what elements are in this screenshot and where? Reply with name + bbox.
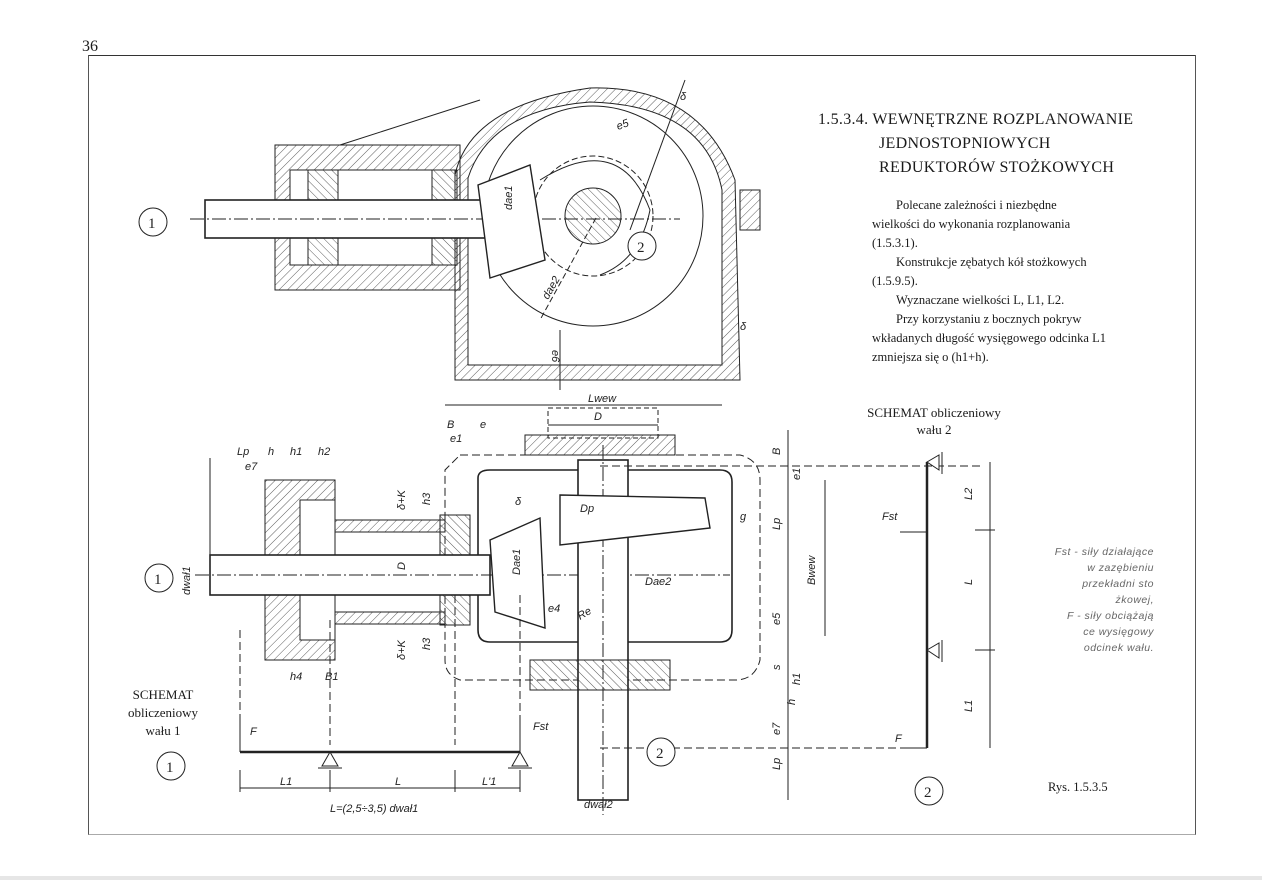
svg-text:δ: δ: [680, 91, 687, 103]
svg-text:dwał2: dwał2: [584, 799, 613, 811]
scheme-1-caption-line3: wału 1: [145, 723, 181, 738]
circle-1-top: 1: [148, 216, 156, 232]
svg-text:dae1: dae1: [503, 186, 515, 210]
svg-text:e5: e5: [615, 117, 631, 133]
description-p1: Polecane zależności i niezbędne wielkośc…: [872, 198, 1071, 250]
svg-text:e7: e7: [245, 461, 258, 473]
description-p3: Wyznaczane wielkości L, L1, L2.: [896, 293, 1065, 307]
svg-text:e6: e6: [549, 350, 561, 363]
svg-text:e4: e4: [548, 603, 560, 615]
circle-1-side: 1: [154, 572, 162, 588]
svg-text:B: B: [447, 419, 454, 431]
svg-text:B1: B1: [325, 671, 338, 683]
scheme-1-caption: SCHEMAT obliczeniowy wału 1: [118, 686, 208, 740]
section-title-line1: 1.5.3.4. WEWNĘTRZNE ROZPLANOWANIE: [818, 111, 1134, 128]
scheme-shaft-1: [239, 718, 532, 792]
svg-text:Fst: Fst: [533, 721, 549, 733]
svg-text:L2: L2: [963, 488, 975, 500]
side-view: [195, 404, 980, 815]
svg-text:δ: δ: [515, 496, 522, 508]
svg-text:B: B: [771, 448, 783, 455]
page-frame: [88, 55, 1196, 835]
top-view: [190, 79, 761, 390]
svg-text:e7: e7: [771, 722, 783, 735]
svg-text:e5: e5: [771, 612, 783, 625]
svg-text:L=(2,5÷3,5) dwał1: L=(2,5÷3,5) dwał1: [330, 803, 418, 815]
forces-legend: Fst - siły działające w zazębieniu przek…: [1014, 544, 1154, 656]
circle-1-scheme: 1: [166, 760, 174, 776]
svg-text:h4: h4: [290, 671, 302, 683]
svg-text:s: s: [771, 664, 783, 670]
scheme-2-caption-line1: SCHEMAT obliczeniowy: [867, 405, 1001, 420]
svg-text:e1: e1: [450, 433, 462, 445]
svg-text:e1: e1: [791, 468, 803, 480]
description-p4: Przy korzystaniu z bocznych pokryw wkład…: [872, 312, 1106, 364]
legend-line: odcinek wału.: [1083, 642, 1154, 654]
circle-2-side: 2: [656, 746, 664, 762]
legend-line: przekładni sto: [1082, 578, 1154, 590]
scheme-1-caption-line1: SCHEMAT: [132, 687, 194, 702]
svg-text:h: h: [268, 446, 274, 458]
svg-text:h1: h1: [290, 446, 302, 458]
scheme-shaft-2-labels: Fst F L2 L L1: [882, 488, 975, 745]
description-p2: Konstrukcje zębatych kół stożkowych (1.5…: [872, 255, 1087, 288]
section-title-line3: REDUKTORÓW STOŻKOWYCH: [879, 159, 1115, 176]
svg-text:e: e: [480, 419, 486, 431]
svg-text:Lp: Lp: [771, 518, 783, 530]
svg-text:D: D: [396, 562, 408, 570]
legend-line: Fst - siły działające: [1054, 546, 1154, 558]
svg-text:F: F: [895, 733, 903, 745]
figure-label: Rys. 1.5.3.5: [1048, 780, 1108, 794]
page-number: 36: [82, 38, 98, 55]
page-top-rule: [88, 55, 1196, 56]
svg-text:L: L: [963, 579, 975, 585]
svg-text:L1: L1: [963, 700, 975, 712]
svg-text:L1: L1: [280, 776, 292, 788]
svg-text:Lp: Lp: [771, 758, 783, 770]
svg-text:Lwew: Lwew: [588, 393, 617, 405]
svg-text:h1: h1: [791, 673, 803, 685]
circle-2-scheme: 2: [924, 785, 932, 801]
svg-text:Dae1: Dae1: [511, 549, 523, 575]
svg-text:Fst: Fst: [882, 511, 898, 523]
svg-text:h2: h2: [318, 446, 330, 458]
svg-text:D: D: [594, 411, 602, 423]
legend-line: żkowej,: [1115, 594, 1154, 606]
legend-line: F - siły obciążają: [1066, 610, 1154, 622]
description: Polecane zależności i niezbędne wielkośc…: [872, 196, 1106, 367]
svg-text:δ: δ: [740, 321, 747, 333]
svg-text:δ+K: δ+K: [396, 639, 408, 660]
svg-text:Lp: Lp: [237, 446, 249, 458]
scheme-1-caption-line2: obliczeniowy: [127, 705, 199, 720]
scan-edge: [0, 876, 1262, 880]
svg-text:Dae2: Dae2: [645, 576, 671, 588]
scheme-shaft-1-labels: F Fst L1 L L'1 L=(2,5÷3,5) dwał1: [250, 721, 549, 815]
svg-text:dwał1: dwał1: [181, 566, 193, 595]
svg-text:h3: h3: [421, 637, 433, 650]
legend-line: w zazębieniu: [1087, 562, 1154, 574]
svg-text:Dp: Dp: [580, 503, 594, 515]
svg-text:Bwew: Bwew: [806, 555, 818, 585]
scheme-2-caption-line2: wału 2: [916, 422, 952, 437]
section-title-line2: JEDNOSTOPNIOWYCH: [879, 135, 1051, 152]
scheme-shaft-2: [900, 452, 995, 749]
svg-text:g: g: [740, 511, 747, 523]
svg-text:F: F: [250, 726, 258, 738]
svg-text:L'1: L'1: [482, 776, 496, 788]
svg-text:h: h: [786, 699, 798, 705]
svg-text:h3: h3: [421, 492, 433, 505]
circle-2-top: 2: [637, 240, 645, 256]
svg-text:L: L: [395, 776, 401, 788]
scheme-2-caption: SCHEMAT obliczeniowy wału 2: [858, 404, 1010, 438]
side-view-labels: Lwew D B e e1 Lp h h1 h2 e7 δ+K h3 D δ+K…: [181, 393, 818, 811]
legend-line: ce wysięgowy: [1083, 626, 1154, 638]
svg-text:δ+K: δ+K: [396, 489, 408, 510]
section-title: 1.5.3.4. WEWNĘTRZNE ROZPLANOWANIE JEDNOS…: [818, 108, 1133, 180]
